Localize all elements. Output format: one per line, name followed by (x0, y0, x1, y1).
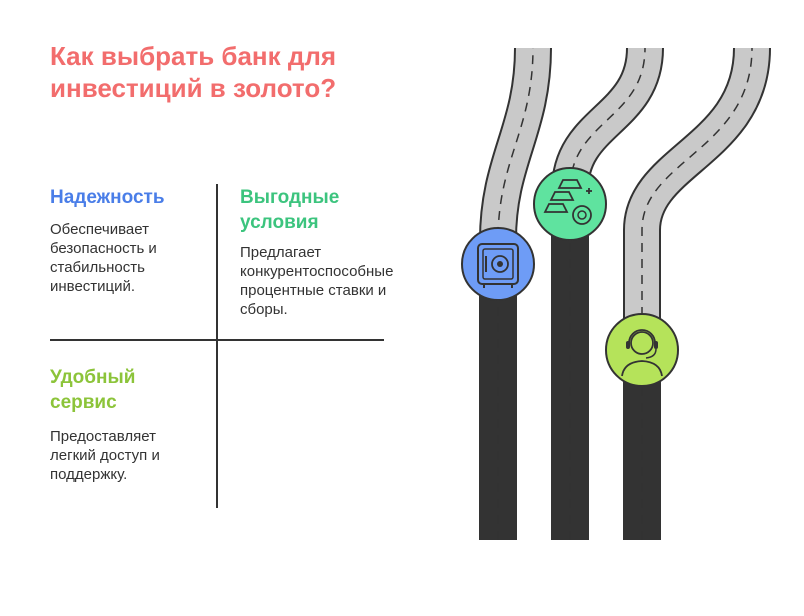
service-text: Предоставляет легкий доступ и поддержку. (50, 428, 160, 483)
safe-icon (461, 227, 535, 301)
road-service (623, 47, 771, 540)
quadrant-divider-horizontal (50, 339, 384, 341)
service-heading: Удобный сервис (50, 367, 136, 413)
reliability-heading: Надежность (50, 187, 165, 208)
conditions-text: Предлагает конкурентоспособные процентны… (240, 244, 394, 318)
support-agent-icon (605, 313, 679, 387)
page-title: Как выбрать банк для инвестиций в золото… (50, 41, 337, 103)
reliability-text: Обеспечивает безопасность и стабильность… (50, 221, 157, 295)
conditions-heading: Выгодные условия (240, 187, 340, 233)
gold-bars-coins-icon (533, 167, 607, 241)
quadrant-divider-vertical (216, 184, 218, 508)
